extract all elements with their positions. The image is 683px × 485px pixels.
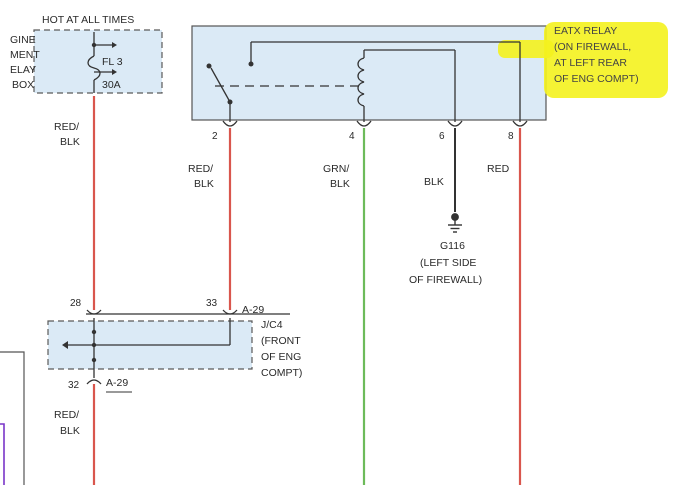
jc4-node-top (91, 329, 97, 335)
relay-box-label-4: BOX (12, 79, 34, 91)
jc4-label-1: J/C4 (261, 319, 283, 331)
ground-label-3: OF FIREWALL) (409, 274, 482, 286)
wire-left-top-label-2: BLK (60, 136, 80, 148)
pin-6-connector (447, 120, 463, 127)
pin-32-label: 32 (68, 380, 80, 391)
fuse-label-1: FL 3 (102, 56, 123, 68)
relay-internals (210, 41, 521, 122)
jc4-node-mid (91, 342, 97, 348)
fuse-label-2: 30A (102, 79, 121, 91)
pin-2-label: 2 (212, 131, 218, 142)
pin-6-label: 6 (439, 131, 445, 142)
wire-pin2-label-2: BLK (194, 178, 214, 190)
fuse-arrow-top (112, 42, 117, 48)
pin-8-label: 8 (508, 131, 514, 142)
eatx-label-1: EATX RELAY (554, 25, 617, 37)
ground-label-1: G116 (440, 240, 465, 252)
pin-4-connector (356, 120, 372, 127)
pin-2-connector (222, 120, 238, 127)
wire-pin4-label-1: GRN/ (323, 163, 349, 175)
jc4-label-2: (FRONT (261, 335, 301, 347)
wire-pin2-label-1: RED/ (188, 163, 213, 175)
relay-box (33, 29, 163, 94)
pin-4-label: 4 (349, 131, 355, 142)
eatx-label-4: OF ENG COMPT) (554, 73, 639, 85)
relay-box-label-1: GINE (10, 34, 36, 46)
connector-a29-bottom-label: A-29 (106, 377, 128, 389)
pin-33-label: 33 (206, 298, 218, 309)
eatx-highlight-2 (498, 40, 554, 58)
hot-at-all-times-label: HOT AT ALL TIMES (42, 14, 134, 26)
fuse-arrow-bottom (112, 69, 117, 75)
jc4-label-4: COMPT) (261, 367, 302, 379)
relay-contact-common (227, 99, 233, 105)
ground-symbol (448, 213, 462, 233)
connector-a29-top-label: A-29 (242, 304, 264, 316)
pin-28-connector (86, 309, 102, 315)
eatx-label-3: AT LEFT REAR (554, 57, 627, 69)
eatx-highlight (544, 22, 668, 98)
wire-pin8-label: RED (487, 163, 510, 175)
pin-33-connector (222, 309, 238, 315)
relay-box-label-2: MENT (10, 49, 40, 61)
jc4-label-3: OF ENG (261, 351, 301, 363)
wire-left-bottom-label-1: RED/ (54, 409, 79, 421)
relay-contact-no (248, 61, 254, 67)
pin-28-label: 28 (70, 298, 82, 309)
wire-pin4-label-2: BLK (330, 178, 350, 190)
pin-8-connector (512, 120, 528, 127)
eatx-relay-box (191, 25, 547, 121)
wire-left-top-label-1: RED/ (54, 121, 79, 133)
relay-contact-nc (206, 63, 212, 69)
jc4-node-bottom (91, 357, 97, 363)
left-edge-purple-box (0, 423, 5, 485)
fuse-node (91, 42, 97, 48)
wire-pin6-label: BLK (424, 176, 444, 188)
ground-label-2: (LEFT SIDE (420, 257, 476, 269)
jc4-arrow (62, 341, 68, 349)
relay-box-label-3: ELAY (10, 64, 36, 76)
pin-32-connector (86, 379, 102, 385)
wire-left-bottom-label-2: BLK (60, 425, 80, 437)
eatx-label-2: (ON FIREWALL, (554, 41, 631, 53)
left-edge-box-outline (0, 351, 25, 485)
